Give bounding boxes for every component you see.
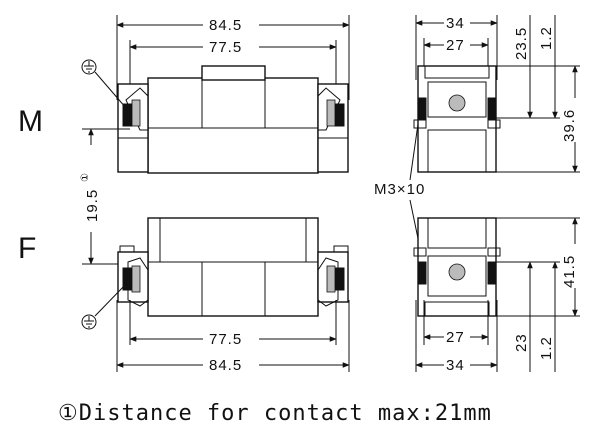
dim-m-inner-width: 77.5	[209, 39, 242, 56]
dim-f-overall-width: 84.5	[209, 357, 242, 374]
male-front-view: 84.5 77.5	[116, 14, 350, 174]
dim-f-height-41-5: 41.5	[561, 255, 578, 288]
dim-f-side-inner: 27	[446, 329, 465, 346]
dim-f-height-1-2: 1.2	[538, 336, 555, 360]
dim-m-side-width: 34	[446, 15, 465, 32]
dim-f-height-23: 23	[513, 333, 530, 352]
female-side-view: 27 34 41.5 23 1.2	[413, 217, 580, 374]
dim-m-height-39-6: 39.6	[561, 109, 578, 142]
ground-symbol-icon	[81, 59, 127, 109]
dim-f-side-width: 34	[446, 357, 465, 374]
dim-f-inner-width: 77.5	[209, 331, 242, 348]
male-view-label: M	[18, 105, 43, 138]
gap-footnote-mark: ①	[80, 172, 91, 182]
gap-dimension: 19.5 ①	[80, 128, 130, 265]
footnote-text: ①Distance for contact max:21mm	[58, 401, 492, 426]
female-view-label: F	[18, 232, 36, 265]
ground-symbol-icon	[81, 283, 127, 330]
screw-spec-label: M3×10	[374, 181, 425, 198]
dim-m-overall-width: 84.5	[209, 17, 242, 34]
male-side-view: 34 27 23.5 1.2 39.6	[413, 12, 580, 173]
dim-gap-distance: 19.5	[84, 189, 101, 222]
dim-m-height-23-5: 23.5	[513, 27, 530, 60]
dim-m-height-1-2: 1.2	[538, 26, 555, 50]
female-front-view: 77.5 84.5	[116, 217, 350, 374]
dim-m-side-inner: 27	[446, 37, 465, 54]
